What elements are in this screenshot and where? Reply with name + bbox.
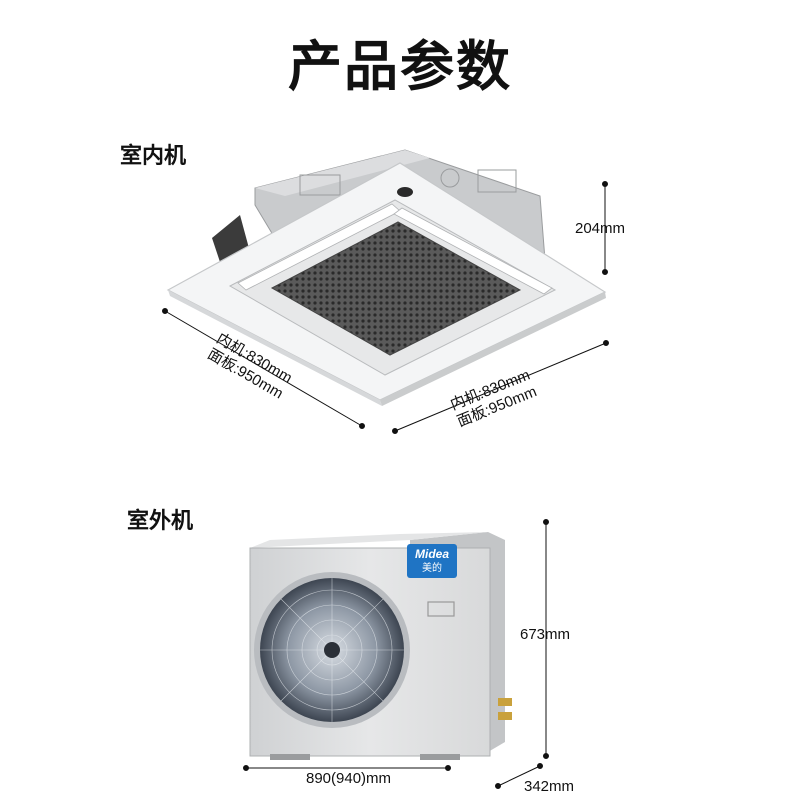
outdoor-depth-label: 342mm xyxy=(524,778,575,795)
outdoor-unit-image xyxy=(249,532,512,760)
outdoor-height-label: 673mm xyxy=(520,626,571,643)
page-title: 产品参数 xyxy=(288,35,512,98)
indoor-unit-image xyxy=(166,149,607,406)
outdoor-unit-label: 室外机 xyxy=(127,509,194,534)
brand-name-cn: 美的 xyxy=(422,563,442,574)
outdoor-width-label: 890(940)mm xyxy=(306,770,392,787)
indoor-unit-label: 室内机 xyxy=(120,144,187,169)
indoor-dimension-lines xyxy=(162,181,609,434)
indoor-height-label: 204mm xyxy=(575,220,626,237)
midea-logo: Midea 美的 xyxy=(407,544,457,578)
outdoor-dimension-lines xyxy=(243,519,549,789)
brand-name-en: Midea xyxy=(414,547,449,561)
